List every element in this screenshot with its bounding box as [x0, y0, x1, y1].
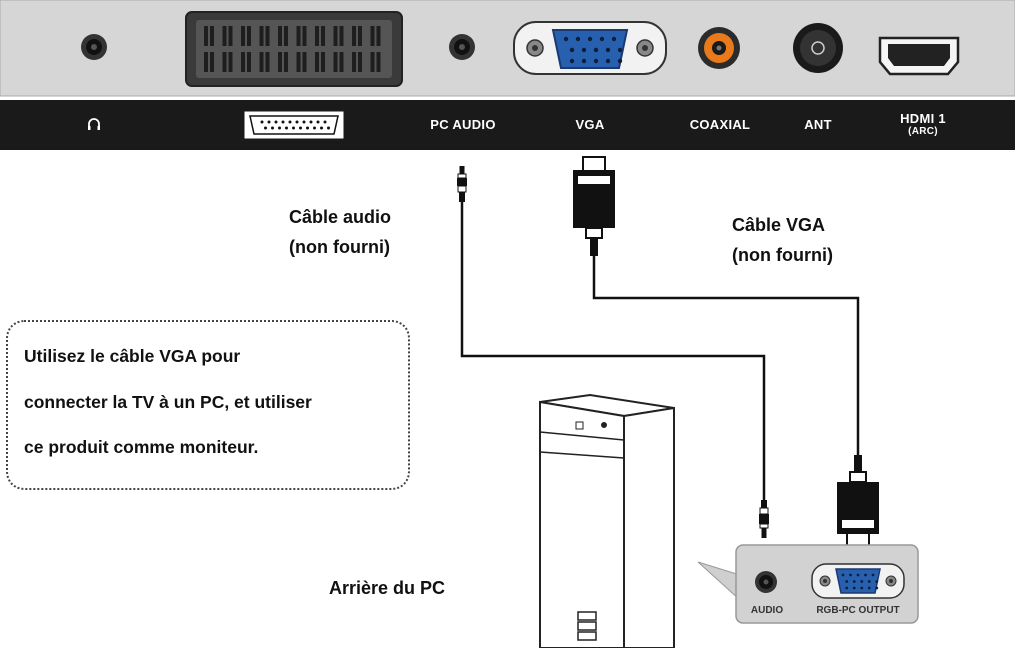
pc-back-label: Arrière du PC: [329, 578, 446, 598]
pc-back-panel: [697, 544, 919, 624]
coaxial-jack: [698, 27, 740, 69]
vga-plug-bottom: [837, 455, 879, 547]
instruction-line-2: connecter la TV à un PC, et utiliser: [24, 392, 312, 412]
vga-cable: [592, 255, 860, 455]
antenna-connector: [793, 23, 843, 73]
vga-cable-label: Câble VGA (non fourni): [732, 210, 833, 270]
audio-cable-label-line1: Câble audio: [289, 207, 392, 227]
audio-cable-label-line2: (non fourni): [289, 237, 390, 257]
instruction-callout: Utilisez le câble VGA pour connecter la …: [6, 320, 410, 490]
headphone-icon: [88, 118, 100, 130]
audio-cable: [460, 200, 766, 500]
pc-rgb-port-label: RGB-PC OUTPUT: [816, 605, 900, 616]
hdmi-port-label: HDMI 1: [900, 111, 946, 126]
audio-cable-label: Câble audio (non fourni): [289, 202, 391, 262]
hdmi-port: [878, 36, 960, 76]
pc-audio-jack: [755, 571, 777, 593]
pc-vga-port: [811, 563, 905, 599]
scart-connector: [185, 11, 403, 87]
instruction-line-1: Utilisez le câble VGA pour: [24, 346, 241, 366]
vga-cable-label-line1: Câble VGA: [732, 215, 826, 235]
vga-plug-top: [573, 156, 615, 256]
tv-vga-port: [513, 21, 667, 75]
ant-port-label: ANT: [804, 117, 832, 132]
vga-cable-label-line2: (non fourni): [732, 245, 833, 265]
tv-port-label-bar: [0, 100, 1015, 150]
headphone-jack: [81, 34, 107, 60]
pc-audio-port-label: AUDIO: [750, 605, 784, 616]
instruction-line-3: ce produit comme moniteur.: [24, 437, 259, 457]
pc-audio-port-label: PC AUDIO: [430, 117, 496, 132]
hdmi-arc-label: (ARC): [908, 126, 938, 137]
tv-back-panel: [0, 0, 1015, 97]
scart-symbol-icon: [244, 111, 344, 139]
audio-plug-top: [457, 166, 467, 202]
pc-tower: [539, 393, 675, 648]
pc-audio-jack: [449, 34, 475, 60]
audio-plug-bottom: [759, 500, 769, 538]
coaxial-port-label: COAXIAL: [689, 117, 751, 132]
vga-port-label: VGA: [575, 117, 605, 132]
